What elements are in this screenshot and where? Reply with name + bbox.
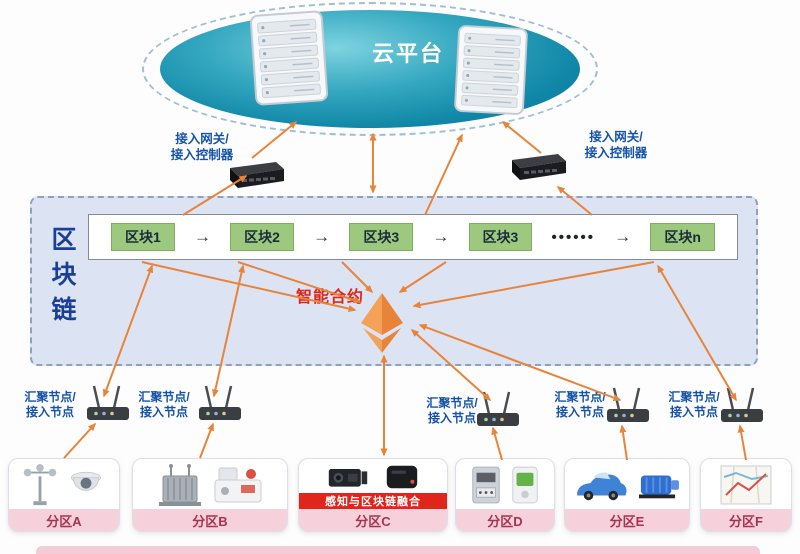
partition-c: 感知与区块链融合 分区C bbox=[298, 458, 448, 532]
server-rack-icon bbox=[454, 25, 528, 115]
dome-camera-icon bbox=[71, 471, 101, 491]
arrow-right-icon: → bbox=[432, 227, 450, 246]
map-icon bbox=[720, 465, 772, 505]
partition-icons bbox=[9, 459, 119, 509]
block-item: 区块1 bbox=[111, 223, 175, 251]
label-line: 汇聚节点/ bbox=[24, 390, 76, 404]
label-line: 接入节点 bbox=[555, 405, 604, 419]
cloud-title: 云平台 bbox=[372, 41, 445, 66]
partition-icons bbox=[299, 459, 447, 493]
partition-label: 分区C bbox=[299, 509, 447, 531]
partition-label: 分区B bbox=[133, 509, 287, 531]
label-line: 接入控制器 bbox=[584, 145, 648, 160]
industrial-machine-icon bbox=[214, 467, 262, 503]
arrow-right-icon: → bbox=[614, 227, 632, 246]
wifi-router-icon bbox=[721, 387, 763, 422]
edge-device-icon bbox=[386, 465, 418, 489]
node-label: 汇聚节点/ 接入节点 bbox=[130, 390, 198, 420]
partition-icons bbox=[133, 459, 287, 509]
arrow-right-icon: → bbox=[193, 227, 211, 246]
network-switch-icon bbox=[230, 162, 284, 188]
electric-car-icon bbox=[577, 472, 627, 501]
fusion-banner: 感知与区块链融合 bbox=[299, 493, 447, 509]
partition-a: 分区A bbox=[8, 458, 120, 532]
wifi-router-icon bbox=[477, 391, 519, 426]
blockchain-title: 区块链 bbox=[48, 226, 76, 331]
label-line: 接入节点 bbox=[669, 405, 718, 419]
label-line: 接入节点 bbox=[25, 405, 74, 419]
anemometer-icon bbox=[23, 463, 57, 506]
data-terminal-icon bbox=[512, 466, 538, 504]
block-item: 区块3 bbox=[349, 223, 414, 251]
partition-icons bbox=[701, 459, 791, 509]
bottom-edge-strip bbox=[36, 546, 760, 554]
partition-label: 分区A bbox=[9, 509, 119, 531]
server-rack-icon bbox=[249, 10, 329, 106]
block-item: 区块2 bbox=[230, 223, 294, 251]
gateway-label-right: 接入网关/ 接入控制器 bbox=[566, 130, 666, 161]
wifi-router-icon bbox=[199, 385, 241, 420]
block-item: 区块n bbox=[650, 223, 715, 251]
label-line: 汇聚节点/ bbox=[138, 390, 190, 404]
block-chain-row: 区块1 → 区块2 → 区块3 → 区块3 •••••• → 区块n bbox=[88, 214, 738, 260]
smart-contract-label: 智能合约 bbox=[296, 289, 365, 306]
smart-meter-icon bbox=[472, 466, 500, 504]
ethereum-icon bbox=[361, 293, 403, 353]
arrow-right-icon: → bbox=[313, 227, 331, 246]
label-line: 接入控制器 bbox=[170, 147, 234, 162]
ellipsis-dots: •••••• bbox=[551, 228, 596, 246]
block-item: 区块3 bbox=[468, 223, 533, 251]
node-label: 汇聚节点/ 接入节点 bbox=[16, 390, 84, 420]
wifi-router-icon bbox=[87, 385, 129, 420]
partition-label: 分区D bbox=[456, 509, 554, 531]
partition-e: 分区E bbox=[564, 458, 690, 532]
network-switch-icon bbox=[512, 154, 566, 180]
camera-device-icon bbox=[328, 469, 368, 487]
wifi-router-icon bbox=[607, 387, 649, 422]
electric-motor-icon bbox=[639, 475, 679, 499]
transformer-icon bbox=[159, 464, 201, 506]
partition-label: 分区E bbox=[565, 509, 689, 531]
label-line: 接入网关/ bbox=[589, 130, 643, 144]
label-line: 接入节点 bbox=[139, 405, 188, 419]
partition-f: 分区F bbox=[700, 458, 792, 532]
gateway-label-left: 接入网关/ 接入控制器 bbox=[152, 132, 252, 163]
partition-icons bbox=[565, 459, 689, 509]
label-line: 接入节点 bbox=[427, 411, 476, 425]
label-line: 接入网关/ bbox=[175, 132, 229, 146]
partition-b: 分区B bbox=[132, 458, 288, 532]
partition-d: 分区D bbox=[455, 458, 555, 532]
partition-icons bbox=[456, 459, 554, 509]
partition-label: 分区F bbox=[701, 509, 791, 531]
